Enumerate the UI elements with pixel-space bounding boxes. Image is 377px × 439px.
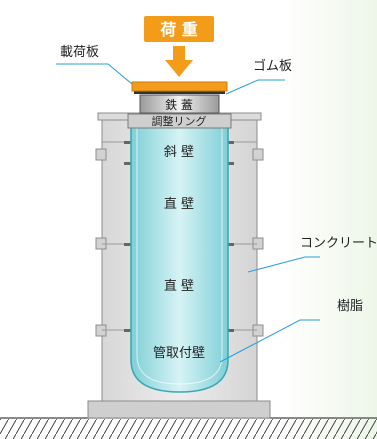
concrete-label: コンクリート (300, 236, 377, 251)
ground-hatch (0, 417, 377, 439)
rubber-plate (134, 90, 225, 94)
resin-label: 樹脂 (337, 299, 363, 314)
leader-lines (56, 63, 320, 363)
slant-wall-label: 斜 壁 (164, 145, 194, 160)
resin-liner (130, 119, 229, 393)
rubber-plate-label: ゴム板 (253, 58, 292, 74)
pipe-wall-label: 管取付壁 (153, 346, 205, 361)
load-label: 荷 重 (160, 20, 198, 39)
iron-lid (139, 94, 220, 114)
straight-wall-2-label: 直 壁 (164, 279, 194, 294)
loading-plate (131, 81, 228, 92)
straight-wall-1-label: 直 壁 (164, 197, 194, 212)
base-slab (87, 400, 271, 419)
load-badge (144, 16, 214, 42)
load-arrow-icon (165, 46, 193, 77)
iron-lid-label: 鉄 蓋 (165, 97, 193, 112)
loading-plate-label: 載荷板 (60, 45, 99, 60)
liner-inner-highlight (136, 125, 223, 385)
adjust-ring-label: 調整リング (152, 114, 207, 128)
adjust-ring (127, 113, 232, 129)
